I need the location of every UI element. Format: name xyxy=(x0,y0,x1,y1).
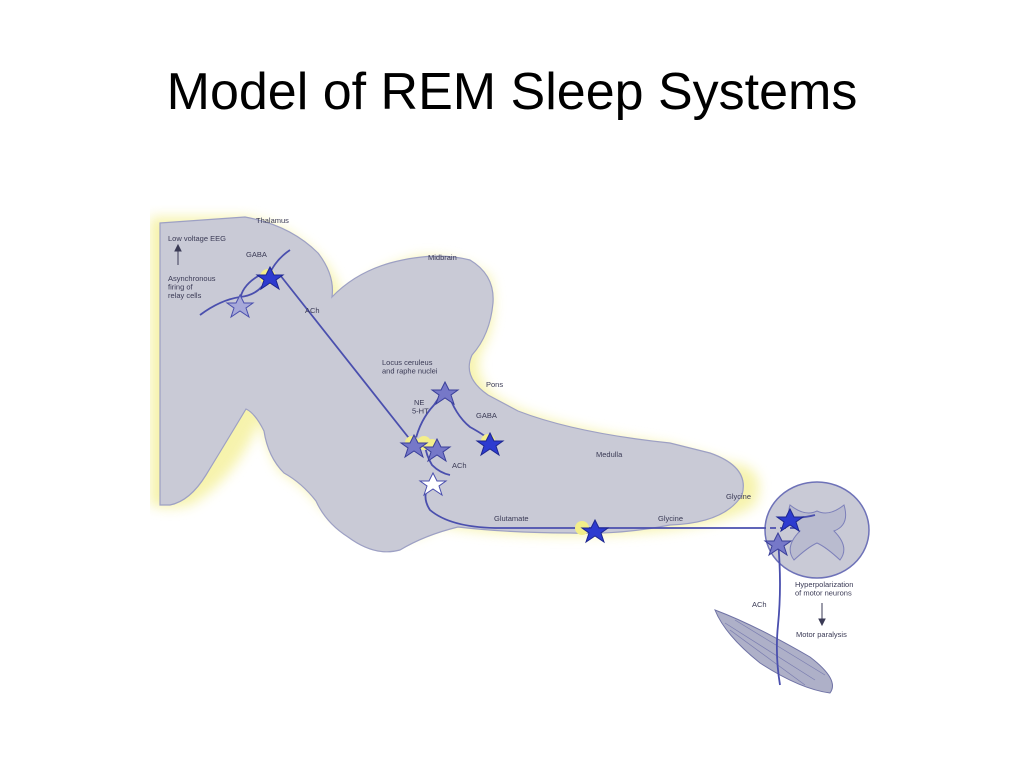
label-ne: NE xyxy=(414,398,424,407)
label-glycine-cord: Glycine xyxy=(726,492,751,501)
brainstem-shape xyxy=(159,216,744,553)
label-ach-upper: ACh xyxy=(305,306,320,315)
muscle xyxy=(714,609,833,694)
neuron-thalamus-gaba xyxy=(255,265,285,291)
label-locus-ceruleus: Locus ceruleus and raphe nuclei xyxy=(382,358,438,376)
neuron-pons-gaba xyxy=(475,431,505,457)
label-glycine-axon: Glycine xyxy=(658,514,683,523)
label-hyperpolarization: Hyperpolarization of motor neurons xyxy=(795,580,855,598)
label-hyper-line-2: of motor neurons xyxy=(795,589,852,598)
neuron-pons-lower xyxy=(418,471,448,497)
label-async-line-1: Asynchronous xyxy=(168,274,216,283)
label-pons: Pons xyxy=(486,380,503,389)
paralysis-arrow xyxy=(818,603,826,627)
label-gaba-pons: GABA xyxy=(476,411,497,420)
neuron-thalamus-relay xyxy=(225,293,255,319)
label-low-voltage-eeg: Low voltage EEG xyxy=(168,234,226,243)
neuron-ach-2 xyxy=(422,437,452,463)
label-async-line-2: firing of xyxy=(168,283,194,292)
label-motor-paralysis: Motor paralysis xyxy=(796,630,847,639)
neuron-motor xyxy=(763,531,793,557)
label-ach-motor: ACh xyxy=(752,600,767,609)
neuron-ach-1 xyxy=(399,433,429,459)
label-hyper-line-1: Hyperpolarization xyxy=(795,580,853,589)
slide-title: Model of REM Sleep Systems xyxy=(166,63,858,121)
spinal-gray-matter xyxy=(787,504,847,561)
label-medulla: Medulla xyxy=(596,450,623,459)
label-locus-line-1: Locus ceruleus xyxy=(382,358,433,367)
label-5ht: 5-HT xyxy=(412,407,429,416)
label-gaba-thalamus: GABA xyxy=(246,250,267,259)
neuron-medulla xyxy=(580,518,610,544)
neuron-locus-ceruleus xyxy=(430,380,460,406)
label-thalamus: Thalamus xyxy=(256,216,289,225)
label-locus-line-2: and raphe nuclei xyxy=(382,367,438,376)
rem-sleep-diagram: Thalamus Low voltage EEG GABA Asynchrono… xyxy=(150,216,870,694)
neuron-spinal-interneuron xyxy=(775,507,805,533)
label-async-line-3: relay cells xyxy=(168,291,202,300)
label-midbrain: Midbrain xyxy=(428,253,457,262)
label-glutamate: Glutamate xyxy=(494,514,529,523)
eeg-arrow xyxy=(174,243,182,265)
label-ne-5ht: NE 5-HT xyxy=(412,398,429,416)
label-asynchronous-firing: Asynchronous firing of relay cells xyxy=(168,274,218,300)
label-ach-pons: ACh xyxy=(452,461,467,470)
